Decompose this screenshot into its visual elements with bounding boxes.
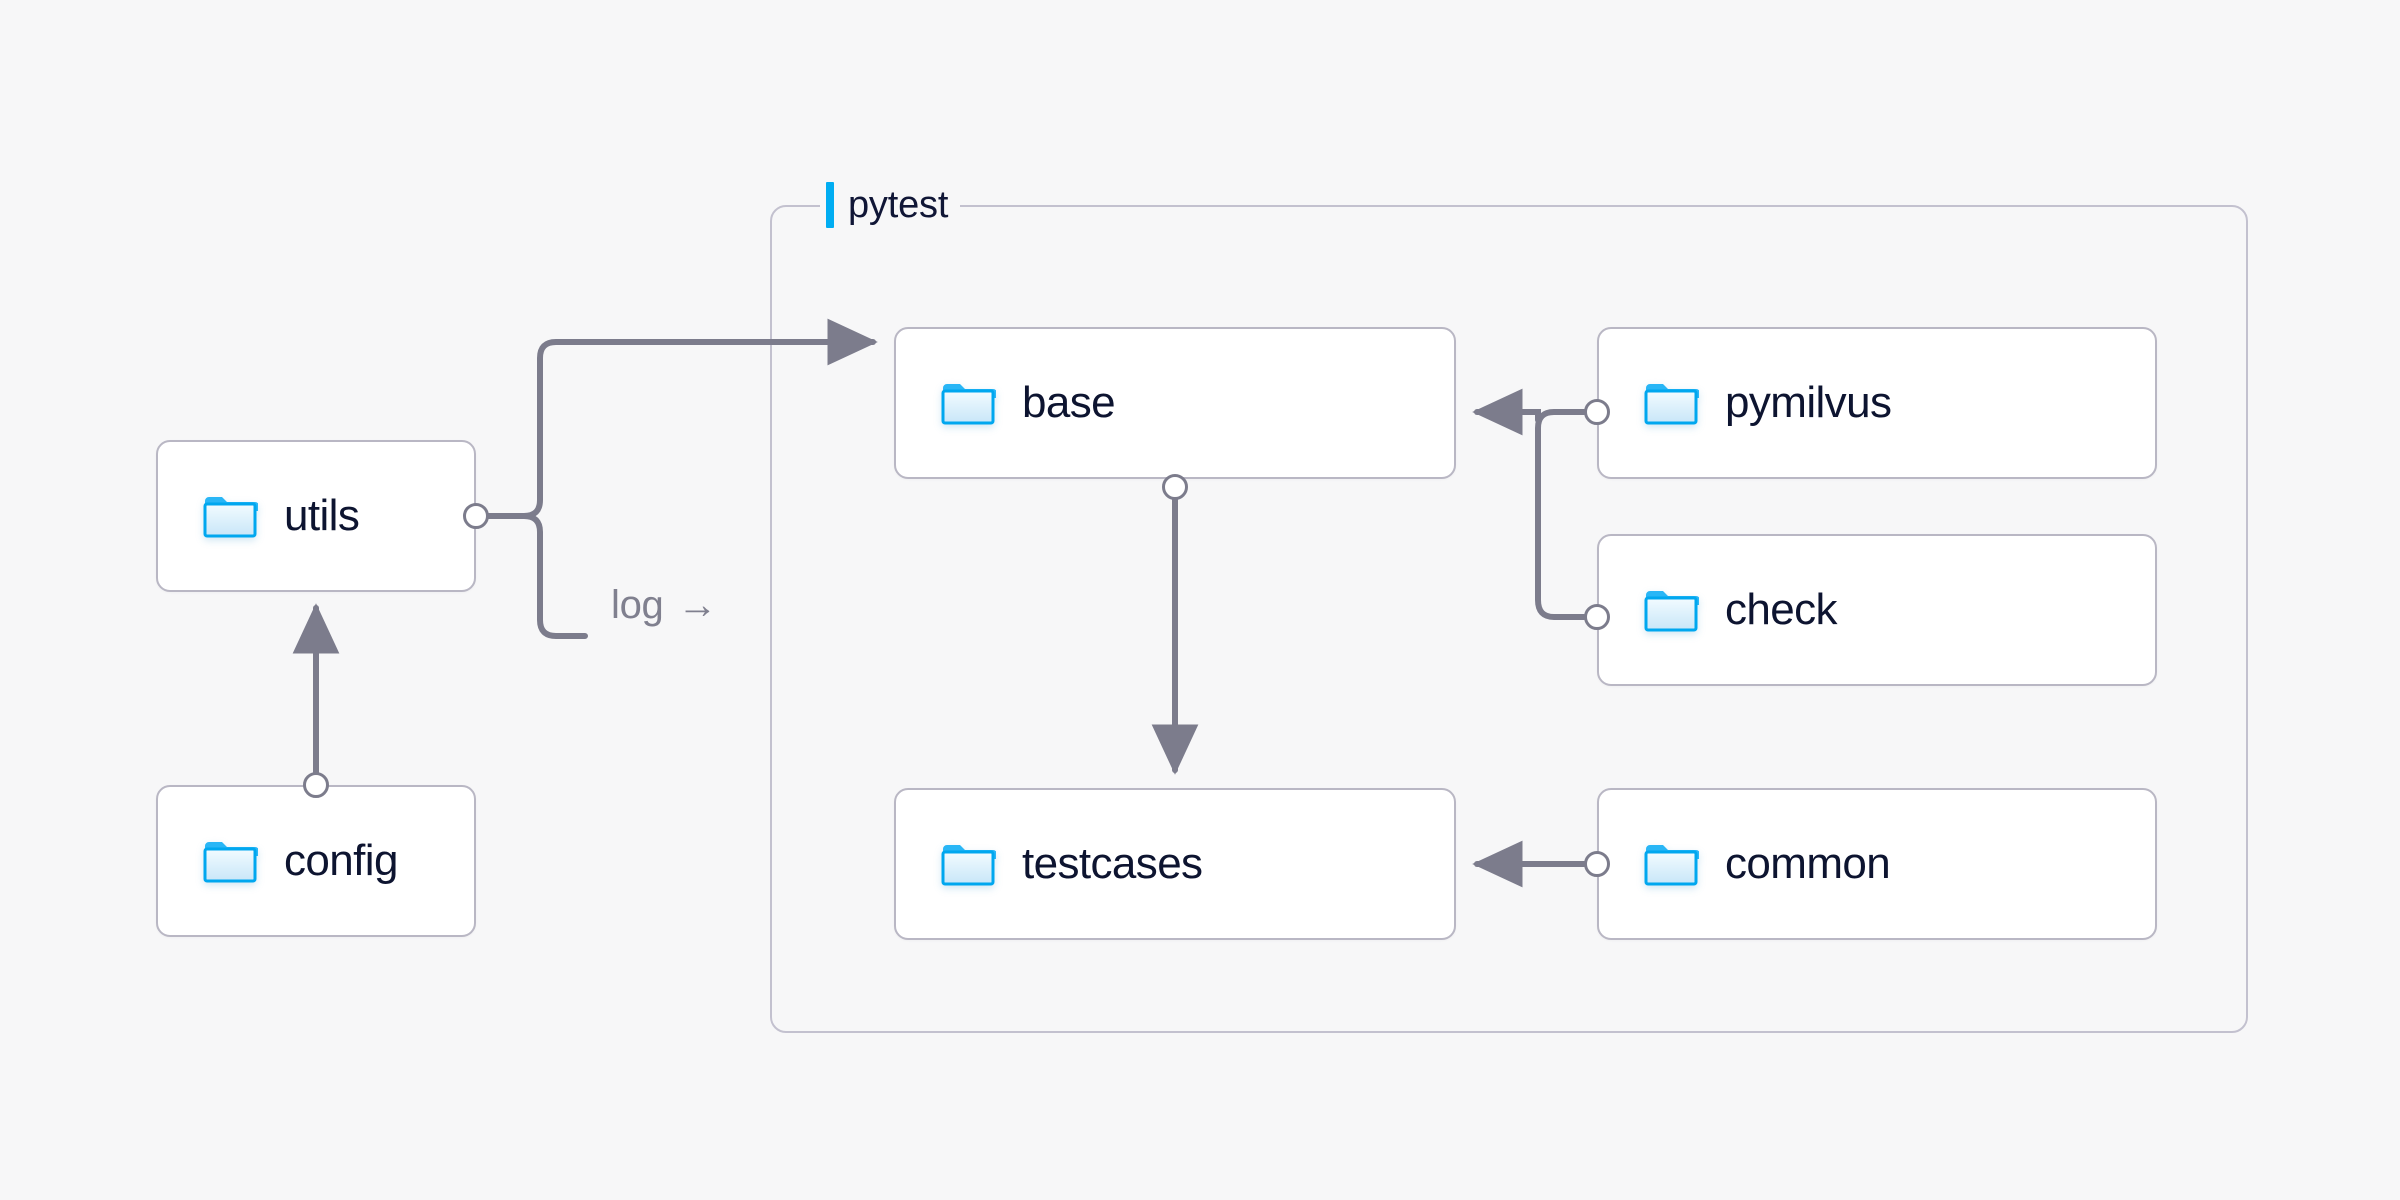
node-utils-label: utils [284, 491, 360, 540]
node-testcases-label: testcases [1022, 839, 1203, 888]
node-base-content: base [896, 378, 1116, 427]
node-check[interactable]: check [1597, 534, 2157, 686]
node-base[interactable]: base [894, 327, 1456, 479]
edge-label-log-text: log [611, 583, 664, 627]
node-common[interactable]: common [1597, 788, 2157, 940]
port-pymilvus-left[interactable] [1584, 399, 1610, 425]
group-label-pytest: pytest [820, 182, 961, 228]
node-pymilvus-label: pymilvus [1725, 378, 1892, 427]
folder-icon [203, 497, 258, 538]
folder-icon [1644, 845, 1699, 886]
folder-icon [203, 842, 258, 883]
node-check-label: check [1725, 585, 1838, 634]
folder-icon [1644, 591, 1699, 632]
port-config-top[interactable] [303, 772, 329, 798]
accent-bar-icon [826, 182, 834, 228]
node-testcases[interactable]: testcases [894, 788, 1456, 940]
port-check-left[interactable] [1584, 604, 1610, 630]
node-utils[interactable]: utils [156, 440, 476, 592]
group-label-text: pytest [848, 183, 949, 226]
port-base-bottom[interactable] [1162, 474, 1188, 500]
arrow-right-icon: → [677, 583, 718, 627]
folder-icon [941, 845, 996, 886]
edge-utils-to-log [486, 513, 588, 639]
node-config[interactable]: config [156, 785, 476, 937]
node-pymilvus-content: pymilvus [1599, 378, 1892, 427]
port-common-left[interactable] [1584, 851, 1610, 877]
node-testcases-content: testcases [896, 839, 1203, 888]
node-check-content: check [1599, 585, 1838, 634]
node-utils-content: utils [158, 491, 360, 540]
folder-icon [1644, 384, 1699, 425]
node-pymilvus[interactable]: pymilvus [1597, 327, 2157, 479]
node-config-label: config [284, 836, 398, 885]
group-container-pytest[interactable] [770, 205, 2248, 1033]
port-utils-right[interactable] [463, 503, 489, 529]
folder-icon [941, 384, 996, 425]
node-common-label: common [1725, 839, 1891, 888]
node-base-label: base [1022, 378, 1116, 427]
node-config-content: config [158, 837, 398, 885]
edge-label-log: log → [603, 583, 726, 627]
node-common-content: common [1599, 839, 1891, 888]
